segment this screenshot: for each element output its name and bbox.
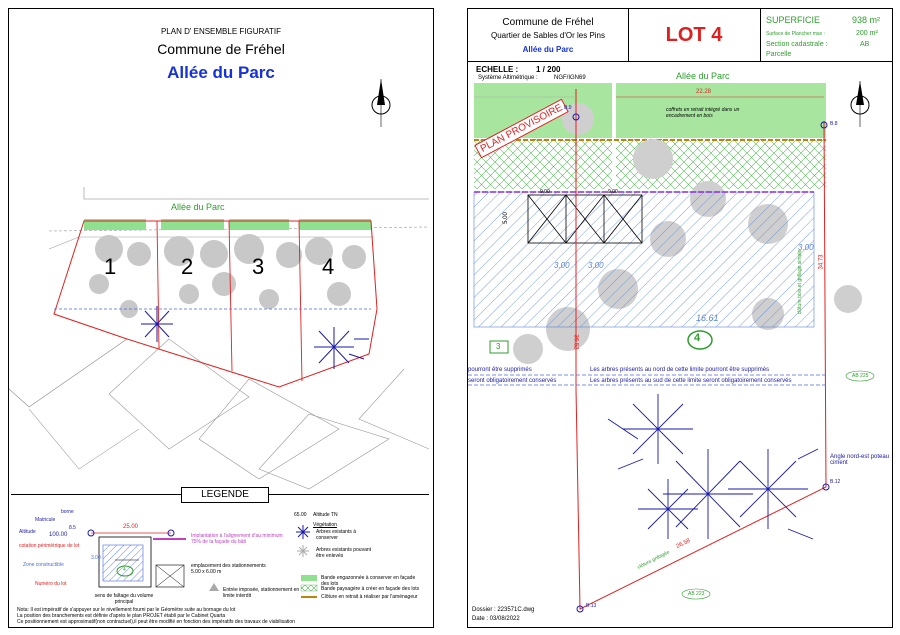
section-val: AB bbox=[860, 41, 870, 48]
dim-9a: 9.00 bbox=[540, 189, 550, 195]
legend-matricule: Matricule bbox=[35, 517, 56, 523]
lot-number-1: 1 bbox=[104, 254, 117, 279]
dim-left: 36.52 bbox=[572, 334, 579, 350]
legend-altitude-tn-val: 65.00 bbox=[294, 512, 307, 518]
coffrets-note: coffrets en retrait intégré dans un enca… bbox=[666, 107, 740, 119]
legend-faitage: sens de faîtage du volume principal bbox=[94, 593, 154, 605]
conserved-tree-icon bbox=[141, 306, 173, 342]
lot-title: LOT 4 bbox=[665, 24, 723, 46]
dim-right: 34.73 bbox=[818, 254, 825, 270]
legend-note-2: La position des branchements est définie… bbox=[17, 613, 226, 619]
borne-icon bbox=[820, 121, 828, 129]
superficie-label: SUPERFICIE bbox=[766, 15, 821, 25]
ab-parcel-223: AB 223 bbox=[688, 591, 705, 597]
parking-boxes bbox=[527, 194, 643, 244]
legend-implantation: Implantation à l'alignement d'au minimum… bbox=[191, 533, 283, 545]
right-quartier: Quartier de Sables d'Or les Pins bbox=[490, 31, 606, 40]
ab-parcel-225: AB 225 bbox=[852, 373, 869, 379]
lot-number-3: 3 bbox=[252, 254, 265, 279]
legend-cotation: cotation périmètrique de lot bbox=[19, 543, 80, 549]
right-sheet: Commune de Fréhel Quartier de Sables d'O… bbox=[467, 8, 893, 628]
echelle-val: 1 / 200 bbox=[536, 65, 561, 74]
plancher-label: Surface de Plancher max : bbox=[766, 31, 825, 37]
dim-3c: 3.00 bbox=[798, 243, 814, 252]
legend-note-3: Ce positionnement est approximatif(non c… bbox=[17, 619, 295, 625]
dim-3b: 3.00 bbox=[588, 261, 604, 270]
legend-vegetation: Végétation bbox=[313, 522, 337, 528]
title-block: Commune de Fréhel Quartier de Sables d'O… bbox=[468, 9, 892, 62]
dossier: Dossier : 223571C.dwg bbox=[472, 607, 535, 613]
legend-altitude-val: 100.00 bbox=[49, 532, 68, 538]
borne-icon bbox=[576, 605, 584, 613]
lot-number: 4 bbox=[694, 332, 701, 344]
legend-numero: Numéro du lot bbox=[35, 581, 67, 587]
superficie-val: 938 m² bbox=[852, 15, 881, 25]
conserved-tree-icon bbox=[314, 327, 369, 369]
legend-box: LEGENDE bbox=[11, 487, 429, 625]
legend-arbres-conserver: Arbres existants à conserver bbox=[316, 529, 357, 541]
dim-top: 22.28 bbox=[696, 89, 712, 95]
dim-3a: 3.00 bbox=[554, 261, 570, 270]
section-label: Section cadastrale : bbox=[766, 41, 828, 48]
legend-borne: borne bbox=[61, 509, 74, 515]
legend-arbres-enleves: Arbres existants pouvant être enlevés bbox=[316, 547, 372, 559]
lot-number-left: 3 bbox=[496, 342, 501, 351]
legend-cotation-val: 25.00 bbox=[123, 524, 139, 530]
legend-numero-val: 4 bbox=[123, 567, 126, 573]
borne-b8: B.8 bbox=[830, 121, 838, 127]
borne-icon bbox=[822, 483, 830, 491]
left-street-label: Allée du Parc bbox=[171, 202, 225, 212]
legend-note-1: Nota: Il est impératif de s'appuyer sur … bbox=[17, 607, 236, 613]
north-arrow-icon bbox=[850, 81, 870, 127]
arbres-supprimes-left: pourront être supprimés bbox=[468, 367, 532, 373]
systeme-label: Système Altimétrique : bbox=[478, 75, 538, 81]
legend-stationnement: emplacement des stationnements 5.00 x 6.… bbox=[191, 563, 266, 575]
legend-matricule-val: 8.5 bbox=[69, 525, 76, 531]
parcelle-label: Parcelle bbox=[766, 51, 792, 58]
angle-note: Angle nord-est poteau ciment bbox=[830, 454, 890, 466]
dim-16: 16.61 bbox=[696, 313, 719, 323]
cloture-bois: clôture bois et grillage simple bbox=[797, 249, 804, 315]
legend-cloture: Clôture en retrait à réaliser par l'amén… bbox=[321, 594, 418, 600]
arbres-conserves-left: seront obligatoirement conservés bbox=[468, 378, 557, 384]
legend-zone-val: 3.00 bbox=[91, 555, 101, 561]
arbres-conserves: Les arbres présents au sud de cette limi… bbox=[590, 378, 792, 384]
borne-b12: B.12 bbox=[830, 479, 841, 485]
echelle-label: ECHELLE : bbox=[476, 65, 519, 74]
systeme-val: NGF/IGN69 bbox=[554, 75, 586, 81]
dim-9b: 9.00 bbox=[608, 189, 618, 195]
left-commune: Commune de Fréhel bbox=[157, 41, 285, 57]
lot-number-4: 4 bbox=[322, 254, 335, 279]
conserved-tree-icon bbox=[607, 394, 819, 540]
north-arrow-icon bbox=[371, 79, 391, 127]
left-doc-title: PLAN D' ENSEMBLE FIGURATIF bbox=[160, 27, 282, 36]
legend-bande-paysagere: Bande paysagère à créer en façade des lo… bbox=[321, 586, 420, 592]
borne-icon bbox=[572, 113, 580, 121]
legend-altitude: Altitude bbox=[19, 529, 36, 535]
legend-bande-engazonnee: Bande engazonnée à conserver en façade d… bbox=[321, 575, 416, 587]
dim-5: 5.00 bbox=[502, 212, 509, 224]
right-street-label: Allée du Parc bbox=[676, 71, 730, 81]
right-commune: Commune de Fréhel bbox=[502, 17, 594, 28]
left-street-title: Allée du Parc bbox=[167, 63, 275, 82]
legend-title: LEGENDE bbox=[181, 487, 269, 503]
plancher-val: 200 m² bbox=[856, 30, 878, 37]
legend-zone: Zone constructible bbox=[23, 562, 64, 568]
lot-number-2: 2 bbox=[181, 254, 194, 279]
left-plan-drawing bbox=[9, 79, 430, 490]
borne-b13: B.13 bbox=[586, 603, 597, 609]
left-sheet: PLAN D' ENSEMBLE FIGURATIF Commune de Fr… bbox=[8, 8, 434, 628]
right-street: Allée du Parc bbox=[522, 45, 574, 54]
legend-altitude-tn: Altitude TN bbox=[313, 512, 338, 518]
right-plan-drawing bbox=[468, 81, 875, 613]
arbres-supprimes: Les arbres présents au nord de cette lim… bbox=[590, 367, 770, 373]
legend-entree: Entrée imposée, stationnement en limite … bbox=[223, 587, 300, 599]
borne-b9: B.9 bbox=[564, 105, 572, 111]
date: Date : 03/08/2022 bbox=[472, 616, 520, 622]
